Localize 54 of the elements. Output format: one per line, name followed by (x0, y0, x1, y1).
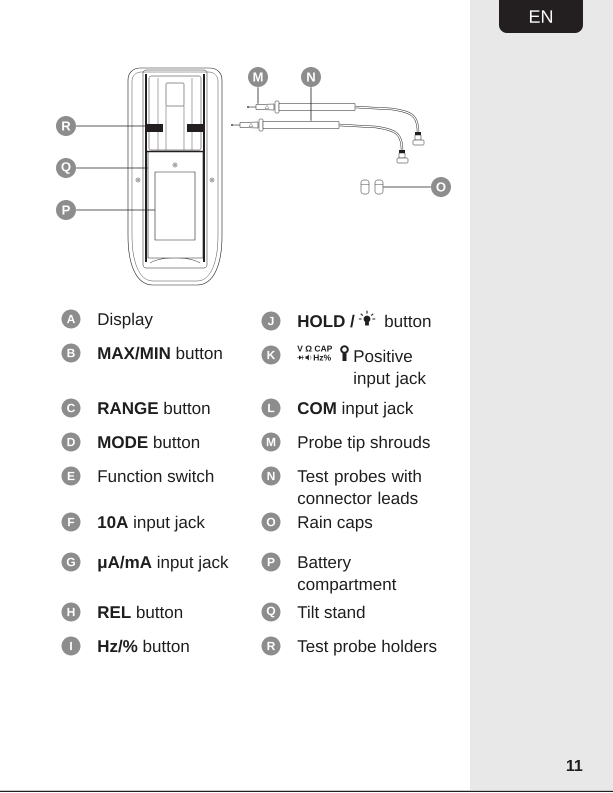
key-letter: N (262, 466, 280, 486)
callout-letter: R (56, 116, 76, 136)
item-label: Test probe holders (298, 640, 436, 656)
probe-holder (146, 124, 163, 132)
symbol-label: Hz% (314, 354, 331, 361)
page-number: 11 (566, 760, 582, 771)
test-probe (231, 118, 408, 164)
callout-letter: Q (56, 158, 76, 178)
item-label: Rain caps (298, 516, 372, 532)
key-letter: K (262, 346, 280, 364)
item-label: REL button (98, 606, 182, 618)
item-label: Tilt stand (298, 606, 364, 618)
key-letter: L (262, 398, 280, 418)
key-letter: O (262, 512, 280, 532)
key-letter: E (62, 466, 80, 486)
item-label: Battery compartment (298, 556, 396, 594)
key-letter: M (262, 432, 280, 452)
item-label: Probe tip shrouds (298, 436, 430, 452)
item-label: RANGE button (98, 402, 210, 414)
callout-letter: M (248, 67, 268, 87)
key-letter: B (62, 344, 80, 362)
item-label: button (385, 314, 430, 328)
item-label: Hz/% button (98, 640, 189, 652)
item-label: Test probes with connector leads (298, 470, 421, 504)
item-label: 10A input jack (98, 516, 205, 532)
key-letter: J (262, 312, 280, 330)
rain-cap (374, 180, 384, 194)
key-letter: Q (262, 602, 280, 622)
language-tab: EN (499, 0, 583, 33)
key-letter: R (262, 636, 280, 656)
key-letter: H (62, 602, 80, 622)
item-label: μA/mA input jack (98, 556, 229, 572)
item-label: Display (98, 312, 153, 329)
item-label: COM input jack (298, 402, 414, 418)
item-label: Positive input jack (354, 350, 426, 388)
callout-letter: P (56, 200, 76, 220)
key-letter: C (62, 398, 80, 418)
item-label: Function switch (98, 470, 214, 482)
item-label: MODE button (98, 436, 200, 448)
callout-letter: O (431, 177, 451, 197)
key-letter: G (62, 552, 80, 572)
key-letter: D (62, 432, 80, 452)
probe-tip-shroud (256, 104, 274, 110)
symbol-label: V Ω CAP (297, 346, 332, 352)
key-letter: A (62, 310, 80, 328)
key-letter: I (62, 636, 80, 656)
item-label: MAX/MIN button (98, 346, 222, 360)
key-letter: P (262, 552, 280, 572)
battery-compartment (154, 172, 196, 240)
item-label: HOLD / (298, 314, 355, 328)
leader-line (382, 186, 432, 188)
leader-line (310, 86, 312, 122)
key-letter: F (62, 512, 80, 532)
callout-letter: N (301, 67, 321, 87)
